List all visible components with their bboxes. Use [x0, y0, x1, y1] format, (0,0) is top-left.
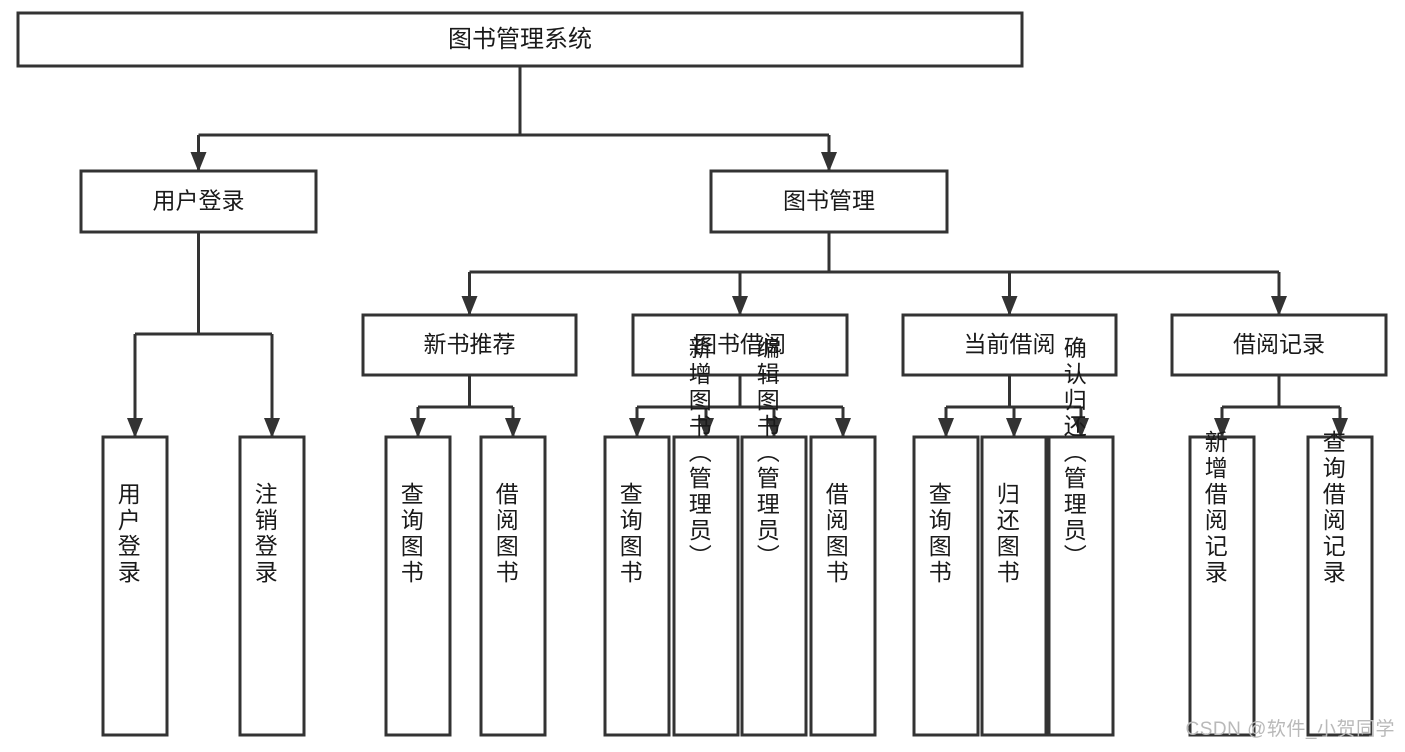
leaf-node-7[interactable]: 借阅图书	[809, 435, 877, 737]
leaf-label: 查询图书	[397, 482, 424, 586]
connector-layer	[127, 66, 1348, 438]
level3-node-2[interactable]: 当前借阅	[901, 313, 1118, 377]
node-layer: 图书管理系统用户登录图书管理新书推荐图书借阅当前借阅借阅记录用户登录注销登录查询…	[16, 11, 1388, 737]
leaf-label: 编辑图书（管理员）	[753, 336, 780, 570]
leaf-label: 注销登录	[251, 482, 278, 586]
arrow-head-icon	[190, 152, 207, 172]
watermark-text: CSDN @软件_小贺同学	[1185, 719, 1395, 740]
arrow-head-icon	[505, 418, 521, 438]
arrow-head-icon	[732, 296, 748, 316]
level3-node-0[interactable]: 新书推荐	[361, 313, 578, 377]
arrow-head-icon	[127, 418, 143, 438]
arrow-head-icon	[410, 418, 426, 438]
level3-node-1[interactable]: 图书借阅	[631, 313, 849, 377]
level3-node-3[interactable]: 借阅记录	[1170, 313, 1388, 377]
arrow-head-icon	[1271, 296, 1287, 316]
leaf-label: 借阅图书	[492, 482, 519, 586]
leaf-node-5[interactable]: 新增图书（管理员）	[672, 336, 740, 737]
leaf-label: 确认归还（管理员）	[1060, 336, 1087, 570]
leaf-label: 用户登录	[114, 482, 141, 586]
node-label: 新书推荐	[424, 331, 516, 357]
leaf-node-0[interactable]: 用户登录	[101, 435, 169, 737]
leaf-node-12[interactable]: 查询借阅记录	[1306, 430, 1374, 737]
leaf-label: 归还图书	[993, 482, 1020, 586]
arrow-head-icon	[698, 418, 714, 438]
node-label: 借阅记录	[1233, 331, 1325, 357]
leaf-node-1[interactable]: 注销登录	[238, 435, 306, 737]
leaf-label: 查询图书	[925, 482, 952, 586]
leaf-node-6[interactable]: 编辑图书（管理员）	[740, 336, 808, 737]
leaf-node-10[interactable]: 确认归还（管理员）	[1047, 336, 1115, 737]
leaf-label: 查询图书	[616, 482, 643, 586]
node-label: 图书管理系统	[448, 26, 592, 53]
leaf-node-8[interactable]: 查询图书	[912, 435, 980, 737]
leaf-label: 新增借阅记录	[1201, 430, 1228, 586]
arrow-head-icon	[629, 418, 645, 438]
root-node[interactable]: 图书管理系统	[16, 11, 1024, 68]
arrow-head-icon	[1001, 296, 1018, 316]
leaf-label: 查询借阅记录	[1319, 430, 1346, 586]
arrow-head-icon	[461, 296, 478, 316]
level2-node-0[interactable]: 用户登录	[79, 169, 318, 234]
leaf-node-4[interactable]: 查询图书	[603, 435, 671, 737]
node-label: 用户登录	[153, 188, 245, 214]
arrow-head-icon	[1214, 418, 1230, 438]
level2-node-1[interactable]: 图书管理	[709, 169, 949, 234]
arrow-head-icon	[766, 418, 782, 438]
arrow-head-icon	[1332, 418, 1348, 438]
leaf-node-3[interactable]: 借阅图书	[479, 435, 547, 737]
leaf-node-2[interactable]: 查询图书	[384, 435, 452, 737]
leaf-node-11[interactable]: 新增借阅记录	[1188, 430, 1256, 737]
arrow-head-icon	[938, 418, 954, 438]
arrow-head-icon	[835, 418, 851, 438]
arrow-head-icon	[1073, 418, 1089, 438]
node-label: 当前借阅	[964, 331, 1056, 357]
leaf-node-9[interactable]: 归还图书	[980, 435, 1048, 737]
leaf-label: 新增图书（管理员）	[685, 336, 712, 570]
arrow-head-icon	[1006, 418, 1022, 438]
arrow-head-icon	[264, 418, 280, 438]
arrow-head-icon	[821, 152, 837, 172]
node-label: 图书借阅	[694, 331, 786, 357]
leaf-label: 借阅图书	[822, 482, 849, 586]
node-label: 图书管理	[783, 188, 875, 214]
